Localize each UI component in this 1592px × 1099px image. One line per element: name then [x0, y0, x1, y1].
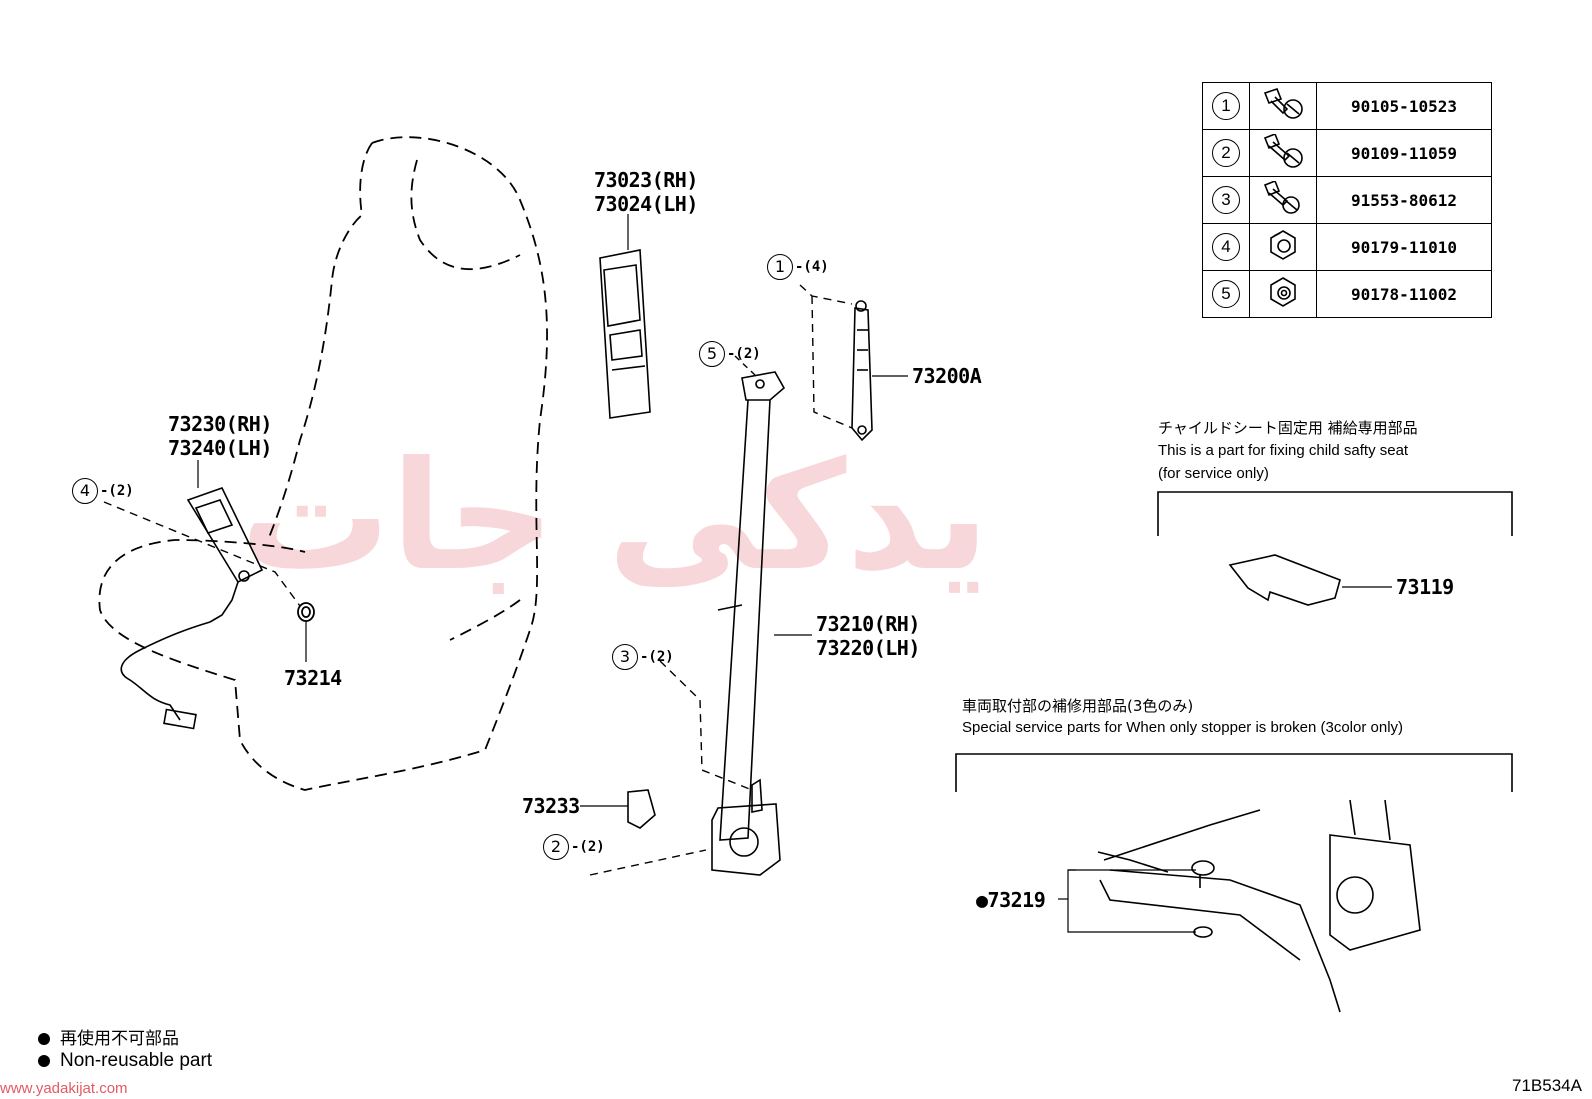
fastener-parts-table: 1 90105-10523 2 90109-11059 3 91553-8061…: [1202, 82, 1492, 318]
anchor-bracket-part: [851, 300, 873, 442]
bolt-icon: [1249, 129, 1317, 177]
label-buckle-lh: 73240(LH): [168, 436, 272, 460]
diagram-id: 71B534A: [1512, 1076, 1582, 1095]
seatbelt-retractor-part: [711, 371, 786, 876]
seat-outline: [98, 136, 548, 791]
child-seat-bracket: [1157, 491, 1513, 536]
table-part-number: 90105-10523: [1316, 82, 1492, 130]
non-reusable-dot-icon: [38, 1033, 50, 1045]
table-callout-num: 2: [1212, 139, 1240, 167]
callout-1-circle: 1: [767, 254, 793, 280]
callout-3-qty: -(2): [640, 649, 674, 665]
nut-icon: [1249, 223, 1317, 271]
child-seat-note-jp: チャイルドシート固定用 補給専用部品: [1158, 419, 1418, 437]
table-part-number: 90178-11002: [1316, 270, 1492, 318]
label-belt-lh: 73220(LH): [816, 636, 920, 660]
label-anchor: 73200A: [912, 364, 982, 388]
table-part-number: 91553-80612: [1316, 176, 1492, 224]
child-seat-plate-part: [1228, 554, 1341, 606]
table-row: 3 91553-80612: [1202, 176, 1492, 224]
legend-en-text: Non-reusable part: [60, 1050, 213, 1071]
label-tongue-lh: 73024(LH): [594, 192, 698, 216]
legend-jp: 再使用不可部品: [38, 1024, 179, 1049]
seat-back-outline: [267, 142, 373, 541]
table-callout-num: 4: [1212, 233, 1240, 261]
table-callout-num: 1: [1212, 92, 1240, 120]
table-row: 4 90179-11010: [1202, 223, 1492, 271]
label-tongue-rh: 73023(RH): [594, 168, 698, 192]
table-row: 5 90178-11002: [1202, 270, 1492, 318]
table-part-number: 90109-11059: [1316, 129, 1492, 177]
callout-3-circle: 3: [612, 644, 638, 670]
watermark-logo: یدکی جات: [240, 430, 990, 604]
stopper-note-jp: 車両取付部の補修用部品(3色のみ): [962, 697, 1194, 715]
callout-2-circle: 2: [543, 834, 569, 860]
table-row: 1 90105-10523: [1202, 82, 1492, 130]
callout-4-circle: 4: [72, 478, 98, 504]
child-seat-note-en: This is a part for fixing child safty se…: [1158, 442, 1409, 459]
callout-1-qty: -(4): [795, 259, 829, 275]
label-stopper: ●73219: [976, 888, 1046, 912]
buckle-assembly: [120, 487, 264, 730]
callout-5-circle: 5: [699, 341, 725, 367]
label-belt-rh: 73210(RH): [816, 612, 920, 636]
seat-headrest-inner: [410, 159, 521, 271]
label-cover: 73233: [522, 794, 580, 818]
callout-5-qty: -(2): [727, 346, 761, 362]
non-reusable-dot-icon: [38, 1054, 50, 1067]
table-part-number: 90179-11010: [1316, 223, 1492, 271]
seat-side-inner: [449, 599, 521, 641]
label-washer: 73214: [284, 666, 342, 690]
label-plate: 73119: [1396, 575, 1454, 599]
stopper-detail-drawing: [1097, 799, 1421, 1013]
callout-4-qty: -(2): [100, 483, 134, 499]
bolt-icon: [1249, 176, 1317, 224]
child-seat-note-en2: (for service only): [1158, 465, 1269, 482]
legend-en: Non-reusable part: [38, 1050, 212, 1072]
watermark-url: www.yadakijat.com: [0, 1080, 128, 1097]
tongue-cover-part: [599, 249, 651, 419]
legend-jp-text: 再使用不可部品: [60, 1029, 179, 1049]
callout-2-qty: -(2): [571, 839, 605, 855]
bolt-icon: [1249, 82, 1317, 130]
nut-icon: [1249, 270, 1317, 318]
table-callout-num: 5: [1212, 280, 1240, 308]
stopper-note-en: Special service parts for When only stop…: [962, 719, 1404, 736]
table-row: 2 90109-11059: [1202, 129, 1492, 177]
label-buckle-rh: 73230(RH): [168, 412, 272, 436]
table-callout-num: 3: [1212, 186, 1240, 214]
cover-clip-part: [627, 789, 656, 829]
stopper-bracket: [955, 753, 1513, 792]
